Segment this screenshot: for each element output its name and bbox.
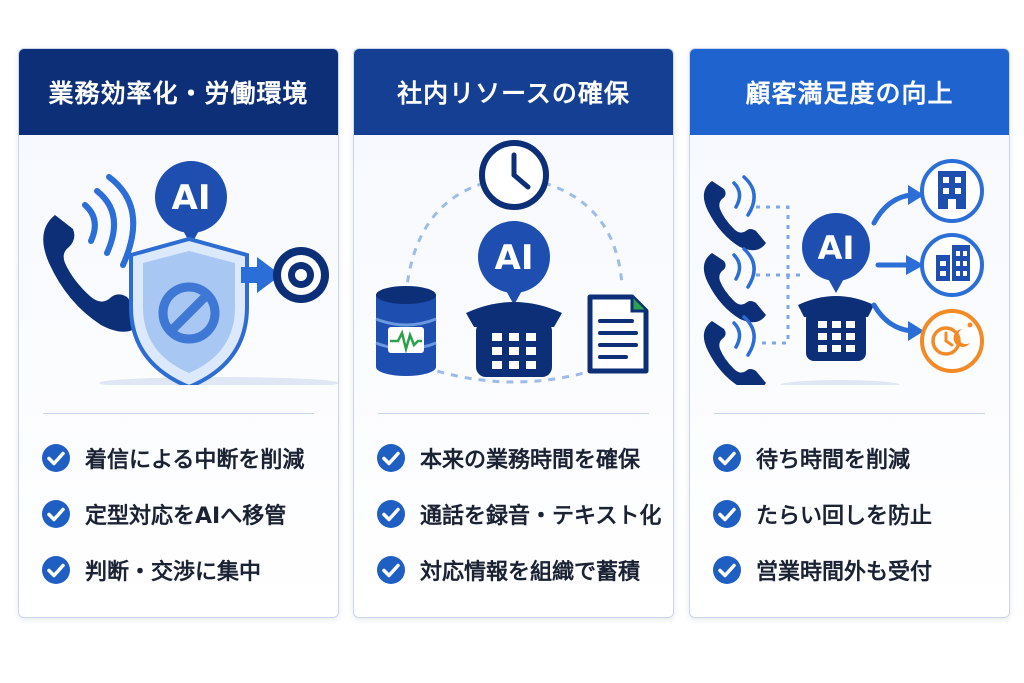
dashed-connector [404, 181, 485, 296]
clock-icon [479, 140, 549, 210]
phone-icon [703, 315, 766, 385]
divider [378, 413, 649, 414]
check-circle-icon [377, 556, 405, 584]
list-item: 待ち時間を削減 [712, 441, 1001, 475]
illustration-efficiency: AI [43, 161, 338, 385]
arrow-right-icon [908, 321, 924, 341]
list-item-label: 待ち時間を削減 [756, 448, 911, 473]
benefit-list: 着信による中断を削減 定型対応をAIへ移管 判断・交渉に集中 [41, 441, 330, 609]
list-item-label: 本来の業務時間を確保 [420, 448, 641, 473]
dotted-connector [756, 205, 802, 345]
card-body: AI [690, 135, 1009, 617]
check-circle-icon [713, 500, 741, 528]
list-item-label: たらい回しを防止 [756, 504, 933, 529]
card-resources: 社内リソースの確保 AI [353, 48, 674, 618]
card-efficiency: 業務効率化・労働環境 AI [18, 48, 339, 618]
desk-phone-icon [798, 296, 874, 361]
dashed-connector [423, 365, 605, 384]
ai-badge: AI [478, 221, 550, 305]
arrow-right-icon [906, 255, 924, 275]
list-item: 通話を録音・テキスト化 [376, 497, 665, 531]
card-title: 顧客満足度の向上 [745, 79, 954, 108]
list-item-label: 対応情報を組織で蓄積 [420, 560, 641, 585]
list-item: 本来の業務時間を確保 [376, 441, 665, 475]
block-icon [158, 282, 220, 344]
divider [714, 413, 985, 414]
desk-phone-icon [466, 302, 562, 377]
check-circle-icon [377, 444, 405, 472]
check-circle-icon [42, 500, 70, 528]
card-title-bar: 社内リソースの確保 [354, 49, 673, 135]
list-item: 判断・交渉に集中 [41, 553, 330, 587]
illustration-resources: AI [375, 140, 649, 384]
after-hours-icon [920, 309, 984, 373]
check-circle-icon [377, 500, 405, 528]
database-icon [375, 286, 437, 376]
list-item: 着信による中断を削減 [41, 441, 330, 475]
ai-badge: AI [802, 213, 870, 293]
phone-icon [703, 247, 766, 323]
waveform-icon [390, 329, 422, 354]
list-item-label: 着信による中断を削減 [85, 448, 305, 473]
document-icon [587, 294, 649, 374]
list-item-label: 判断・交渉に集中 [85, 560, 262, 585]
list-item: 対応情報を組織で蓄積 [376, 553, 665, 587]
arrow-right-icon [241, 257, 281, 293]
card-title: 業務効率化・労働環境 [48, 79, 309, 108]
card-body: AI [354, 135, 673, 617]
list-item-label: 営業時間外も受付 [756, 560, 933, 585]
card-satisfaction: 顧客満足度の向上 [689, 48, 1010, 618]
phone-icon [43, 215, 146, 332]
phone-icon [703, 175, 766, 251]
signal-waves-icon [82, 174, 137, 268]
card-title: 社内リソースの確保 [397, 79, 630, 108]
list-item: たらい回しを防止 [712, 497, 1001, 531]
card-title-bar: 顧客満足度の向上 [690, 49, 1009, 135]
ai-badge-label: AI [172, 178, 211, 218]
ai-badge-label: AI [818, 229, 855, 267]
divider [43, 413, 314, 414]
ai-badge-label: AI [495, 238, 534, 278]
office-building-icon [920, 159, 984, 223]
arrow-right-icon [908, 185, 924, 205]
list-item-label: 定型対応をAIへ移管 [85, 504, 287, 529]
target-icon [273, 247, 329, 303]
dashed-connector [543, 181, 624, 286]
check-circle-icon [713, 556, 741, 584]
floor-shadow [780, 380, 900, 385]
list-item: 定型対応をAIへ移管 [41, 497, 330, 531]
card-body: AI [19, 135, 338, 617]
check-circle-icon [713, 444, 741, 472]
check-circle-icon [42, 556, 70, 584]
benefit-list: 本来の業務時間を確保 通話を録音・テキスト化 対応情報を組織で蓄積 [376, 441, 665, 609]
card-title-bar: 業務効率化・労働環境 [19, 49, 338, 135]
illustration-satisfaction: AI [703, 159, 984, 385]
benefit-list: 待ち時間を削減 たらい回しを防止 営業時間外も受付 [712, 441, 1001, 609]
list-item: 営業時間外も受付 [712, 553, 1001, 587]
floor-shadow [99, 377, 338, 385]
company-building-icon [920, 233, 984, 297]
ai-badge: AI [155, 161, 227, 245]
check-circle-icon [42, 444, 70, 472]
list-item-label: 通話を録音・テキスト化 [420, 504, 662, 529]
